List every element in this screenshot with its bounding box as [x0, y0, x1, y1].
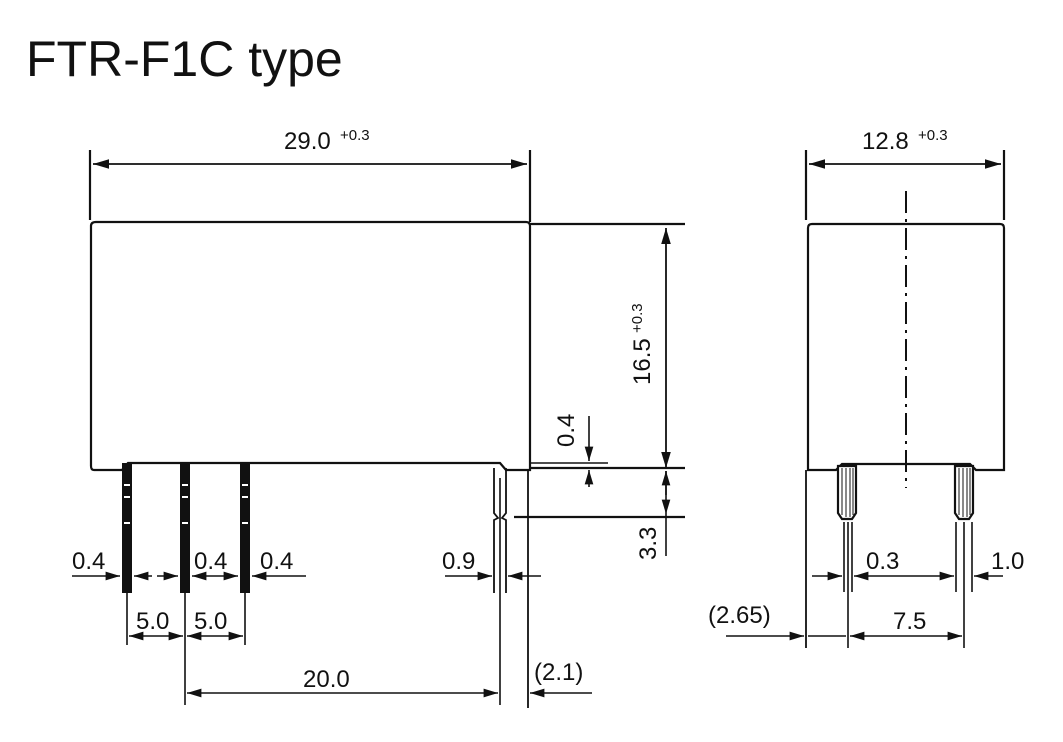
side-width-value: 12.8	[862, 128, 909, 155]
front-pins	[122, 463, 507, 705]
side-width-tolerance: +0.3	[918, 127, 948, 144]
pin-width-label-3: 0.4	[260, 548, 293, 575]
pin-thickness-label: 0.3	[866, 548, 899, 575]
pin-length-value: 3.3	[635, 527, 662, 560]
overall-width-value: 29.0	[284, 128, 331, 155]
side-edge-offset-label: (2.65)	[708, 602, 771, 629]
pin-pitch-label-2: 5.0	[194, 608, 227, 635]
pin-span-label: 20.0	[303, 666, 350, 693]
side-pin-width-label: 1.0	[991, 548, 1024, 575]
pin-spacing-label: 7.5	[893, 608, 926, 635]
overall-width-tolerance: +0.3	[340, 127, 370, 144]
pin-width-label-2: 0.4	[194, 548, 227, 575]
side-pins	[836, 464, 975, 648]
height-value: 16.5	[629, 338, 656, 385]
edge-offset-label: (2.1)	[534, 659, 583, 686]
pin-pitch-label-1: 5.0	[136, 608, 169, 635]
pin-width-right-label: 0.9	[442, 548, 475, 575]
height-tolerance: +0.3	[629, 303, 646, 333]
front-view-body	[89, 220, 532, 472]
drawing-title: FTR-F1C type	[26, 31, 343, 87]
pin-width-label-1: 0.4	[72, 548, 105, 575]
standoff-value: 0.4	[553, 414, 580, 447]
